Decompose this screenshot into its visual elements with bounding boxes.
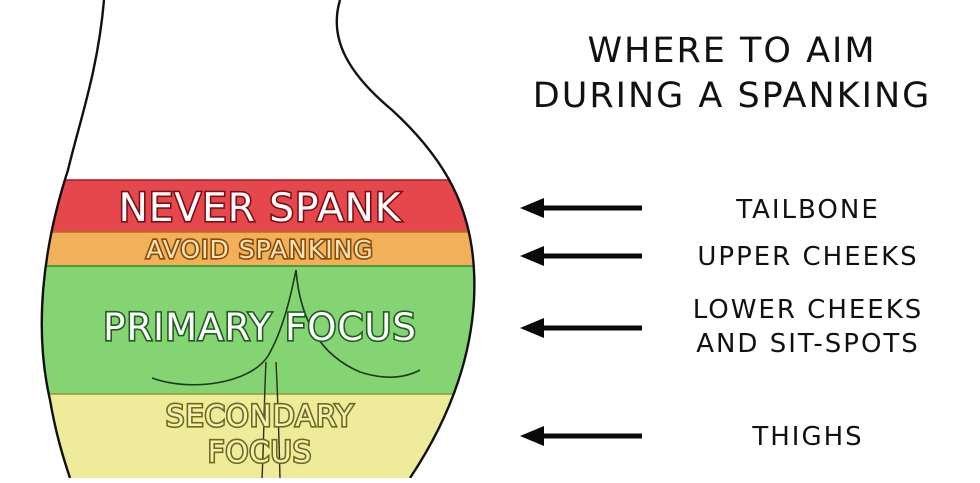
callout-text-avoid: UPPER CHEEKS — [697, 242, 918, 272]
arrow-left-icon — [520, 426, 544, 446]
zone-band-primary — [41, 266, 475, 394]
callout-secondary: THIGHS — [520, 422, 863, 452]
zone-bands — [41, 179, 475, 478]
title-line-1: WHERE TO AIM — [587, 31, 876, 71]
zone-label-avoid: AVOID SPANKING — [146, 235, 373, 264]
zone-label-secondary-2: FOCUS — [208, 435, 312, 469]
callout-primary: LOWER CHEEKS AND SIT-SPOTS — [520, 295, 924, 359]
arrow-left-icon — [520, 318, 544, 338]
callout-text-primary-2: AND SIT-SPOTS — [696, 329, 920, 359]
zone-label-primary: PRIMARY FOCUS — [103, 306, 417, 349]
callout-text-primary-1: LOWER CHEEKS — [693, 295, 924, 325]
body-left-edge — [40, 0, 106, 479]
callout-text-never: TAILBONE — [735, 195, 880, 225]
right-cheek-crease — [295, 269, 421, 378]
left-cheek-crease — [151, 269, 297, 386]
arrow-left-icon — [520, 198, 544, 218]
body-right-edge — [335, 0, 476, 479]
leg-gap-left — [261, 361, 267, 479]
zone-band-secondary — [41, 394, 475, 478]
zone-band-never — [41, 180, 475, 232]
body-outline — [40, 0, 476, 479]
arrow-left-icon — [520, 246, 544, 266]
zone-band-avoid — [41, 232, 475, 266]
zone-label-never: NEVER SPANK — [119, 186, 402, 231]
callout-never: TAILBONE — [520, 195, 880, 225]
callout-avoid: UPPER CHEEKS — [520, 242, 918, 272]
zone-label-secondary-1: SECONDARY — [166, 399, 354, 433]
title-line-2: DURING A SPANKING — [533, 76, 932, 116]
zone-labels: NEVER SPANK AVOID SPANKING PRIMARY FOCUS SE… — [102, 184, 418, 470]
callout-text-secondary: THIGHS — [751, 422, 863, 452]
leg-gap-right — [275, 361, 281, 479]
callout-list: TAILBONE UPPER CHEEKS LOWER CHEEKS AND SIT-… — [520, 195, 924, 452]
diagram-title: WHERE TO AIM DURING A SPANKING — [533, 31, 932, 116]
